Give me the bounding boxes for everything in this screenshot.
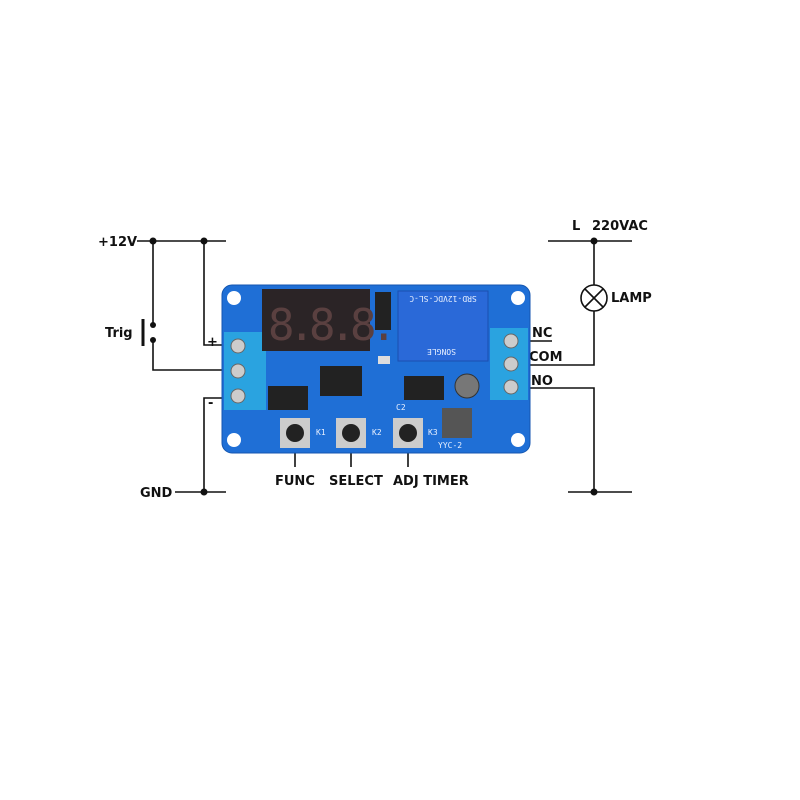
nc-label: NC <box>532 326 552 341</box>
relay-text: SRD-12VDC-SL-C <box>409 294 477 303</box>
voltage-label: 220VAC <box>592 219 648 234</box>
right-wiring <box>512 237 632 496</box>
ground-label: GND <box>140 486 173 501</box>
func-label: FUNC <box>275 474 315 489</box>
plus-label: + <box>207 335 218 350</box>
adj-timer-button[interactable] <box>393 418 423 448</box>
line-label: L <box>572 219 580 234</box>
k1-label: K1 <box>316 428 326 437</box>
k2-label: K2 <box>372 428 382 437</box>
lamp-label: LAMP <box>611 291 652 306</box>
relay-timer-board: 8.8.8. SRD-12VDC-SL-C SONGLE C2 K1 K2 K3 <box>221 284 531 454</box>
cap-label: C2 <box>396 403 406 412</box>
select-label: SELECT <box>329 474 383 489</box>
adj-timer-label: ADJ TIMER <box>393 474 469 489</box>
com-label: COM <box>529 350 563 365</box>
left-wiring <box>137 237 232 496</box>
func-button[interactable] <box>280 418 310 448</box>
relay-brand: SONGLE <box>427 347 456 356</box>
select-button[interactable] <box>336 418 366 448</box>
k3-label: K3 <box>428 428 438 437</box>
led-display <box>262 289 370 351</box>
no-label: NO <box>531 374 553 389</box>
supply-label: +12V <box>98 235 137 250</box>
lamp-icon <box>580 284 608 312</box>
model-label: YYC-2 <box>438 441 462 450</box>
display-digits: 8.8.8. <box>268 300 391 351</box>
trigger-label: Trig <box>105 326 133 341</box>
relay <box>397 290 489 362</box>
minus-label: - <box>208 396 213 411</box>
